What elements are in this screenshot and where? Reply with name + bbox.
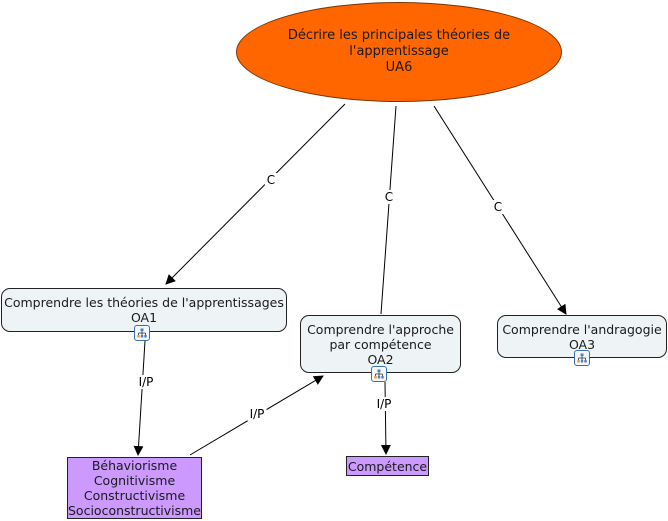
root-concept-title: Décrire les principales théories de l'ap… <box>287 28 511 59</box>
leaf-theories-item: Cognitivisme <box>93 473 176 488</box>
concept-oa3-title: Comprendre l'andragogie <box>502 321 662 337</box>
leaf-theories-item: Socioconstructivisme <box>68 503 201 518</box>
submap-icon[interactable] <box>371 366 387 382</box>
leaf-theories[interactable]: Béhaviorisme Cognitivisme Constructivism… <box>67 457 202 519</box>
root-concept-ua6[interactable]: Décrire les principales théories de l'ap… <box>236 2 562 102</box>
link-root-oa2[interactable] <box>380 105 397 315</box>
link-oa2-competence[interactable] <box>380 381 391 455</box>
link-label-root-oa3: C <box>491 200 505 214</box>
concept-oa1-code: OA1 <box>130 310 158 325</box>
leaf-competence-item: Compétence <box>347 458 428 474</box>
link-root-oa1[interactable] <box>165 103 346 285</box>
concept-oa1-title: Comprendre les théories de l'apprentissa… <box>4 295 284 310</box>
submap-icon[interactable] <box>134 325 150 341</box>
root-concept-code: UA6 <box>385 60 413 75</box>
link-label-oa2-competence: I/P <box>374 397 394 411</box>
link-oa1-theories[interactable] <box>133 340 146 456</box>
leaf-competence[interactable]: Compétence <box>346 456 429 476</box>
link-label-root-oa2: C <box>382 190 396 204</box>
concept-oa3-code: OA3 <box>568 336 596 352</box>
concept-oa2[interactable]: Comprendre l'approche par compétence OA2 <box>300 315 461 373</box>
concept-oa2-title-2: par compétence <box>329 336 432 352</box>
submap-icon[interactable] <box>574 350 590 366</box>
link-label-oa1-theories: I/P <box>136 375 156 389</box>
leaf-theories-item: Béhaviorisme <box>91 458 178 473</box>
leaf-theories-item: Constructivisme <box>83 488 186 503</box>
concept-oa2-code: OA2 <box>367 351 394 367</box>
concept-oa2-title-1: Comprendre l'approche <box>307 321 454 337</box>
link-label-theories-oa2: I/P <box>247 407 267 421</box>
link-label-root-oa1: C <box>264 173 278 187</box>
concept-oa1[interactable]: Comprendre les théories de l'apprentissa… <box>1 288 287 332</box>
